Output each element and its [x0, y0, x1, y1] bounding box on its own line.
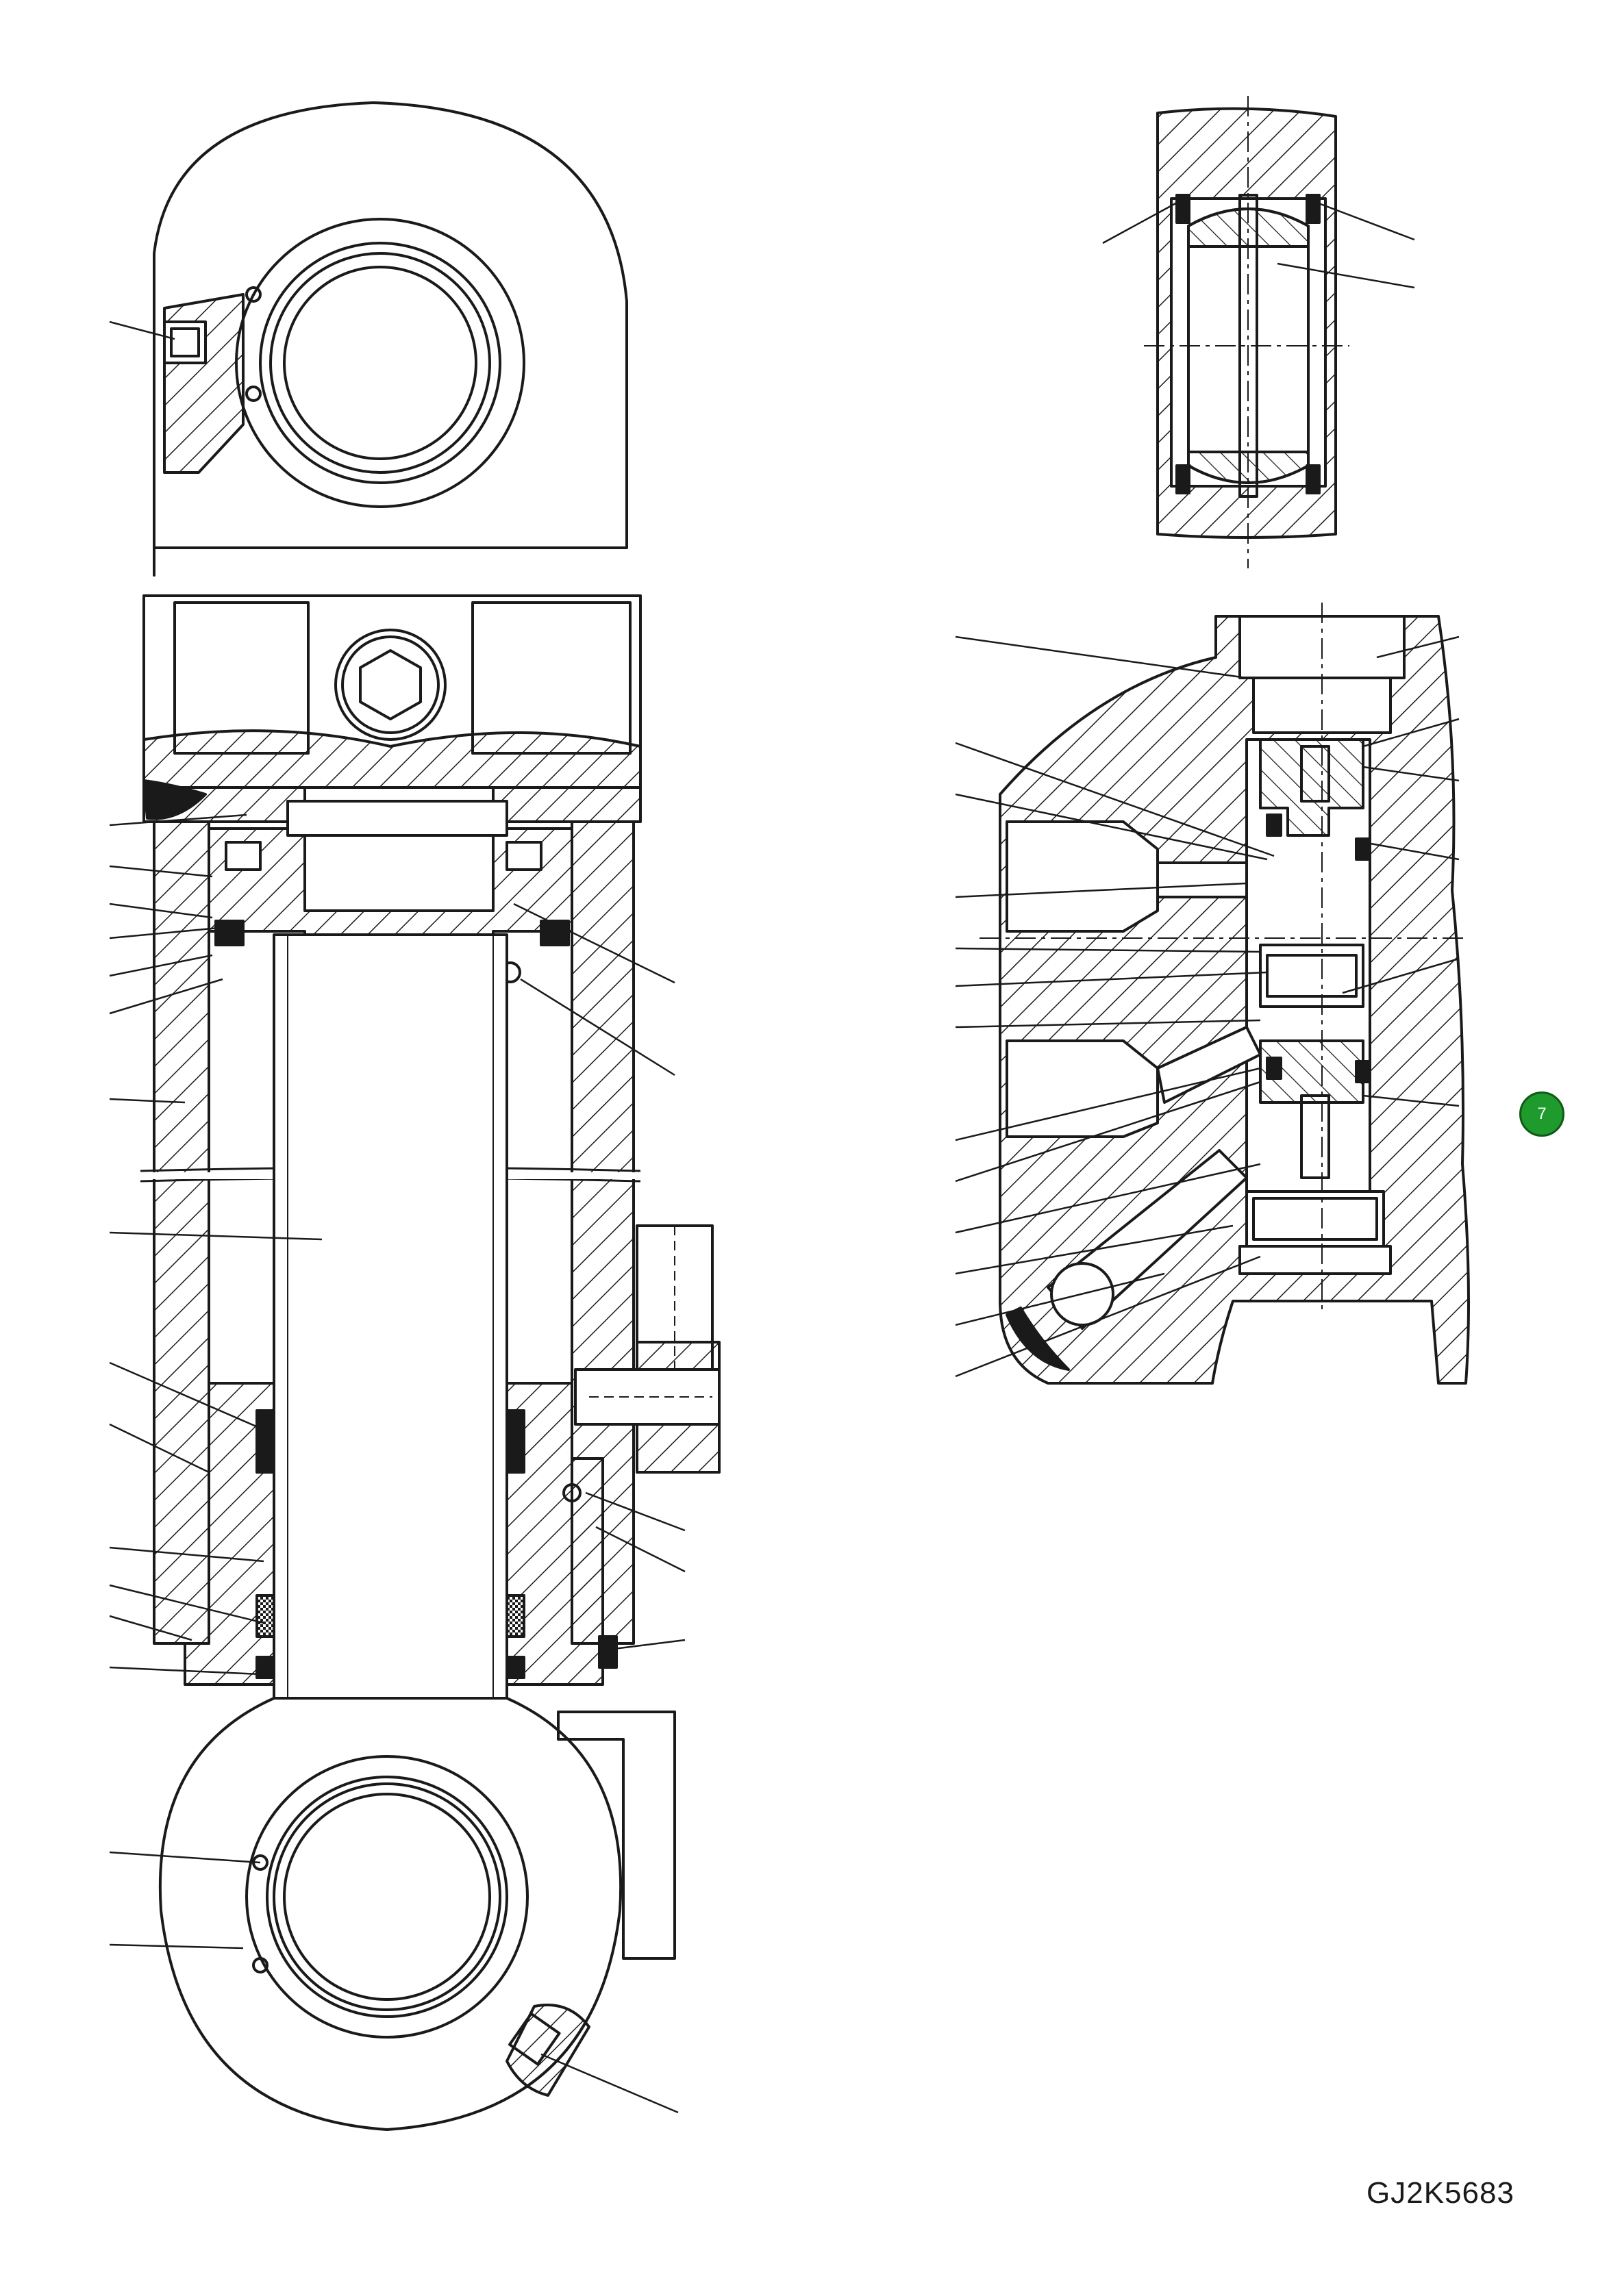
cylinder-tube — [140, 820, 641, 1645]
leader-lines-left — [109, 320, 686, 2114]
cylinder-head-eye — [153, 101, 628, 577]
cylinder-block — [142, 594, 642, 823]
pipe-connection — [574, 1224, 721, 1474]
drawing-code-label: GJ2K5683 — [1367, 2176, 1514, 2210]
rod-eye — [158, 1697, 676, 2131]
bearing-detail — [1144, 96, 1349, 568]
valve-block-detail — [980, 603, 1470, 1385]
rod-guide-gland — [184, 1382, 618, 1686]
leader-lines-bearing — [1102, 201, 1415, 289]
leader-lines-valve — [955, 635, 1460, 1378]
callout-number-badge: 7 — [1519, 1092, 1564, 1137]
piston-rod — [273, 933, 508, 1717]
